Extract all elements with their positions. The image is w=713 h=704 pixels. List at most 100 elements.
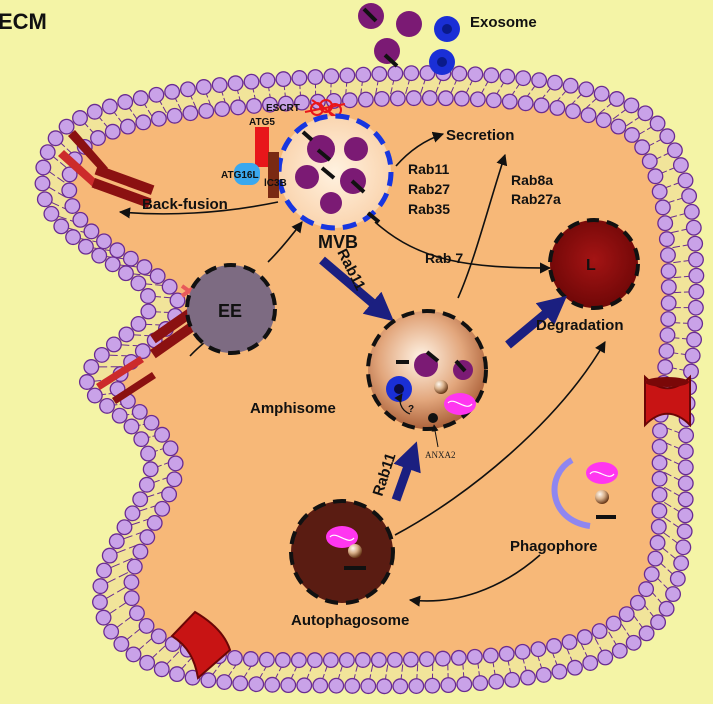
- lipid-head: [683, 203, 700, 220]
- lipid-head: [562, 77, 579, 94]
- lipid-head: [116, 519, 133, 536]
- lipid-head: [651, 502, 668, 519]
- lipid-head: [93, 346, 110, 363]
- lipid-tail: [172, 651, 180, 658]
- lipid-tail: [662, 531, 671, 538]
- lipid-head: [95, 609, 112, 626]
- lipid-head: [576, 629, 593, 646]
- lipid-tail: [192, 101, 197, 109]
- lipid-head: [687, 315, 704, 332]
- lipid-head: [389, 90, 406, 107]
- lipid-tail: [122, 557, 133, 563]
- lipid-head: [78, 374, 95, 390]
- lipid-tail: [673, 276, 682, 279]
- lipid-head: [277, 95, 294, 112]
- lipid-head: [637, 105, 654, 122]
- lipid-head: [143, 414, 160, 431]
- lipid-head: [72, 211, 89, 228]
- lipid-head: [198, 103, 215, 119]
- lipid-head: [53, 218, 70, 235]
- lipid-head: [530, 641, 547, 658]
- lipid-head: [677, 443, 694, 460]
- lc3b-label: lC3B: [264, 178, 287, 189]
- lipid-tail: [580, 643, 585, 651]
- lipid-head: [167, 455, 184, 472]
- lipid-head: [643, 566, 660, 583]
- lipid-head: [677, 172, 694, 189]
- arrow-mvb-secretion: [395, 131, 445, 167]
- lipid-head: [677, 475, 694, 492]
- arrow-mvb-amphisome: [319, 256, 394, 322]
- lipid-head: [376, 678, 393, 695]
- lipid-tail: [147, 109, 153, 117]
- lipid-head: [83, 359, 100, 375]
- rab11-label: Rab11: [408, 161, 449, 177]
- lipid-head: [659, 327, 676, 344]
- lipid-head: [339, 67, 356, 84]
- lipid-head: [657, 215, 674, 232]
- lipid-head: [520, 669, 536, 686]
- lipid-head: [47, 130, 64, 147]
- lipid-head: [647, 550, 664, 567]
- lipid-head: [418, 651, 435, 668]
- lipid-head: [533, 97, 550, 114]
- lipid-head: [660, 311, 677, 328]
- lipid-tail: [145, 637, 153, 644]
- lipid-head: [651, 438, 668, 455]
- rab27-label: Rab27: [408, 181, 450, 197]
- lipid-head: [610, 118, 627, 135]
- lipid-head: [683, 363, 699, 380]
- lipid-head: [258, 651, 275, 668]
- lipid-head: [154, 500, 171, 517]
- lipid-head: [355, 66, 372, 83]
- exosome-purple: [396, 11, 422, 37]
- arrow-amphisome-lysosome: [505, 295, 568, 349]
- amphisome: [366, 309, 488, 431]
- lipid-tail: [122, 535, 133, 540]
- arrow-autophagosome-amphisome: [391, 441, 421, 502]
- lipid-head: [274, 652, 291, 668]
- lipid-head: [139, 529, 156, 546]
- lipid-head: [154, 426, 171, 443]
- lipid-head: [485, 92, 502, 109]
- channel-right: [644, 374, 691, 428]
- lipid-head: [419, 65, 436, 82]
- arrow-mvb-lysosome: [374, 221, 552, 274]
- lipid-head: [104, 123, 121, 140]
- lipid-head: [108, 533, 125, 550]
- lipid-head: [660, 295, 677, 312]
- lipid-head: [354, 652, 371, 668]
- lipid-head: [386, 651, 403, 668]
- lipid-tail: [370, 664, 374, 672]
- lipid-head: [280, 677, 297, 694]
- lipid-head: [117, 94, 134, 110]
- lipid-head: [148, 86, 165, 103]
- arrow-phagophore-autophagosome: [408, 554, 541, 607]
- lipid-head: [659, 128, 676, 145]
- lipid-head: [450, 649, 467, 666]
- lipid-head: [638, 625, 655, 642]
- arrow-back-fusion: [118, 201, 279, 219]
- lipid-head: [131, 403, 148, 420]
- lipid-head: [92, 578, 109, 595]
- lipid-head: [565, 103, 581, 120]
- lipid-head: [133, 431, 150, 448]
- lipid-head: [118, 326, 135, 343]
- lipid-tail: [626, 121, 633, 127]
- ee-label: EE: [218, 301, 242, 321]
- lipid-tail: [130, 521, 140, 526]
- lipid-head: [195, 79, 212, 95]
- atg16l-block: [234, 163, 260, 185]
- lipid-head: [262, 96, 278, 113]
- lipid-head: [629, 594, 646, 611]
- lipid-head: [140, 288, 156, 304]
- lipid-head: [387, 65, 404, 82]
- lipid-head: [370, 652, 387, 668]
- lipid-head: [515, 70, 532, 87]
- lipid-head: [34, 175, 51, 192]
- lipid-head: [651, 454, 668, 471]
- lipid-head: [360, 678, 377, 695]
- lipid-head: [488, 673, 505, 690]
- lipid-head: [580, 107, 597, 124]
- lipid-head: [424, 677, 441, 694]
